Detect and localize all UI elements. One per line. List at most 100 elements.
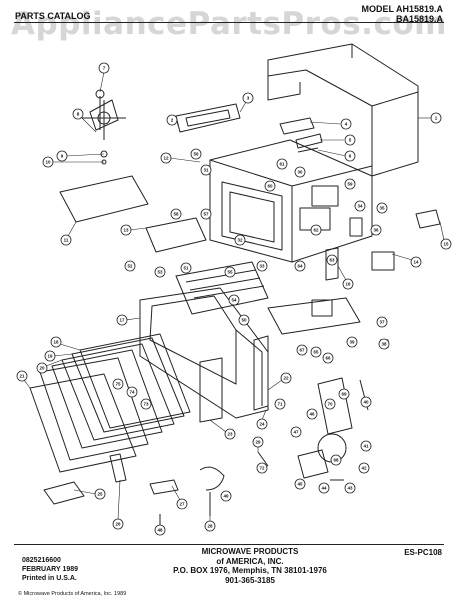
svg-text:38: 38 xyxy=(381,342,387,347)
svg-text:51: 51 xyxy=(183,266,189,271)
svg-text:44: 44 xyxy=(321,486,327,491)
svg-text:58: 58 xyxy=(173,212,179,217)
svg-text:70: 70 xyxy=(327,402,333,407)
callout-72: 72 xyxy=(256,462,268,474)
watermark-text: AppliancePartsPros.com xyxy=(11,6,447,42)
svg-text:17: 17 xyxy=(119,318,125,323)
svg-text:32: 32 xyxy=(237,238,243,243)
callout-1: 1 xyxy=(430,112,442,124)
callout-65: 65 xyxy=(310,346,322,358)
callout-56: 56 xyxy=(190,148,202,160)
footer-company-block: MICROWAVE PRODUCTS of AMERICA, INC. P.O.… xyxy=(158,547,342,585)
callout-27: 27 xyxy=(176,498,188,510)
svg-text:21: 21 xyxy=(19,374,25,379)
door-assembly xyxy=(29,333,191,483)
callout-69: 69 xyxy=(338,388,350,400)
fan-motor-assembly xyxy=(82,89,126,165)
svg-text:59: 59 xyxy=(347,182,353,187)
svg-text:15: 15 xyxy=(443,242,449,247)
svg-text:5: 5 xyxy=(349,138,352,143)
svg-text:41: 41 xyxy=(363,444,369,449)
svg-text:30: 30 xyxy=(297,170,303,175)
svg-text:65: 65 xyxy=(313,350,319,355)
callout-38: 38 xyxy=(378,338,390,350)
catalog-label: PARTS CATALOG xyxy=(15,11,91,21)
callout-53: 53 xyxy=(154,266,166,278)
callout-24: 24 xyxy=(256,418,268,430)
bracket-parts xyxy=(175,103,323,153)
svg-text:52: 52 xyxy=(127,264,133,269)
callout-64: 64 xyxy=(294,260,306,272)
svg-text:74: 74 xyxy=(129,390,135,395)
callout-43: 43 xyxy=(344,482,356,494)
svg-text:47: 47 xyxy=(293,430,299,435)
callout-52: 52 xyxy=(124,260,136,272)
svg-text:8: 8 xyxy=(77,112,80,117)
callout-10: 10 xyxy=(42,156,54,168)
callout-39: 39 xyxy=(346,336,358,348)
footer-printed: Printed in U.S.A. xyxy=(22,575,77,582)
svg-text:9: 9 xyxy=(61,154,64,159)
footer-rule xyxy=(14,544,444,545)
callout-46: 46 xyxy=(306,408,318,420)
callout-61: 61 xyxy=(276,158,288,170)
svg-text:27: 27 xyxy=(179,502,185,507)
svg-text:63: 63 xyxy=(329,258,335,263)
callout-50: 50 xyxy=(238,314,250,326)
callout-group: 1 2 3 4 5 6 7 8 9 10 11 12 13 14 15 16 1… xyxy=(16,62,452,536)
svg-text:39: 39 xyxy=(349,340,355,345)
svg-text:25: 25 xyxy=(97,492,103,497)
callout-2: 2 xyxy=(166,114,178,126)
control-boards xyxy=(199,297,361,423)
callout-49: 49 xyxy=(220,490,232,502)
callout-73: 73 xyxy=(140,398,152,410)
leader-lines xyxy=(23,71,445,522)
callout-70: 70 xyxy=(324,398,336,410)
svg-text:20: 20 xyxy=(39,366,45,371)
svg-text:31: 31 xyxy=(203,168,209,173)
callout-68: 68 xyxy=(330,454,342,466)
footer-date: FEBRUARY 1989 xyxy=(22,566,79,573)
svg-text:4: 4 xyxy=(345,122,348,127)
callout-15: 15 xyxy=(440,238,452,250)
model-number: MODEL AH15819.A BA15819.A xyxy=(361,4,443,24)
svg-text:66: 66 xyxy=(325,356,331,361)
callout-74: 74 xyxy=(126,386,138,398)
svg-text:29: 29 xyxy=(255,440,261,445)
footer-company-address: P.O. BOX 1976, Memphis, TN 38101-1976 xyxy=(173,566,327,575)
svg-text:3: 3 xyxy=(247,96,250,101)
misc-parts xyxy=(43,451,269,526)
oven-cavity xyxy=(209,139,373,263)
callout-25: 25 xyxy=(94,488,106,500)
callout-35: 35 xyxy=(376,202,388,214)
svg-text:67: 67 xyxy=(299,348,305,353)
svg-text:53: 53 xyxy=(157,270,163,275)
callout-17: 17 xyxy=(116,314,128,326)
callout-5: 5 xyxy=(344,134,356,146)
svg-text:16: 16 xyxy=(345,282,351,287)
callout-13: 13 xyxy=(120,224,132,236)
callout-31: 31 xyxy=(200,164,212,176)
callout-8: 8 xyxy=(72,108,84,120)
svg-text:49: 49 xyxy=(223,494,229,499)
callout-48: 48 xyxy=(154,524,166,536)
callout-26: 26 xyxy=(112,518,124,530)
svg-text:10: 10 xyxy=(45,160,51,165)
callout-40: 40 xyxy=(360,396,372,408)
svg-text:62: 62 xyxy=(313,228,319,233)
callout-30: 30 xyxy=(294,166,306,178)
callout-51: 51 xyxy=(180,262,192,274)
callout-37: 37 xyxy=(376,316,388,328)
callout-47: 47 xyxy=(290,426,302,438)
svg-text:57: 57 xyxy=(203,212,209,217)
svg-text:2: 2 xyxy=(171,118,174,123)
callout-58: 58 xyxy=(170,208,182,220)
svg-text:13: 13 xyxy=(123,228,129,233)
callout-75: 75 xyxy=(112,378,124,390)
door-frame xyxy=(139,287,269,419)
svg-text:37: 37 xyxy=(379,320,385,325)
svg-text:18: 18 xyxy=(53,340,59,345)
callout-4: 4 xyxy=(340,118,352,130)
callout-54: 54 xyxy=(228,294,240,306)
footer-part-info: 0825216600 FEBRUARY 1989 Printed in U.S.… xyxy=(22,556,78,583)
